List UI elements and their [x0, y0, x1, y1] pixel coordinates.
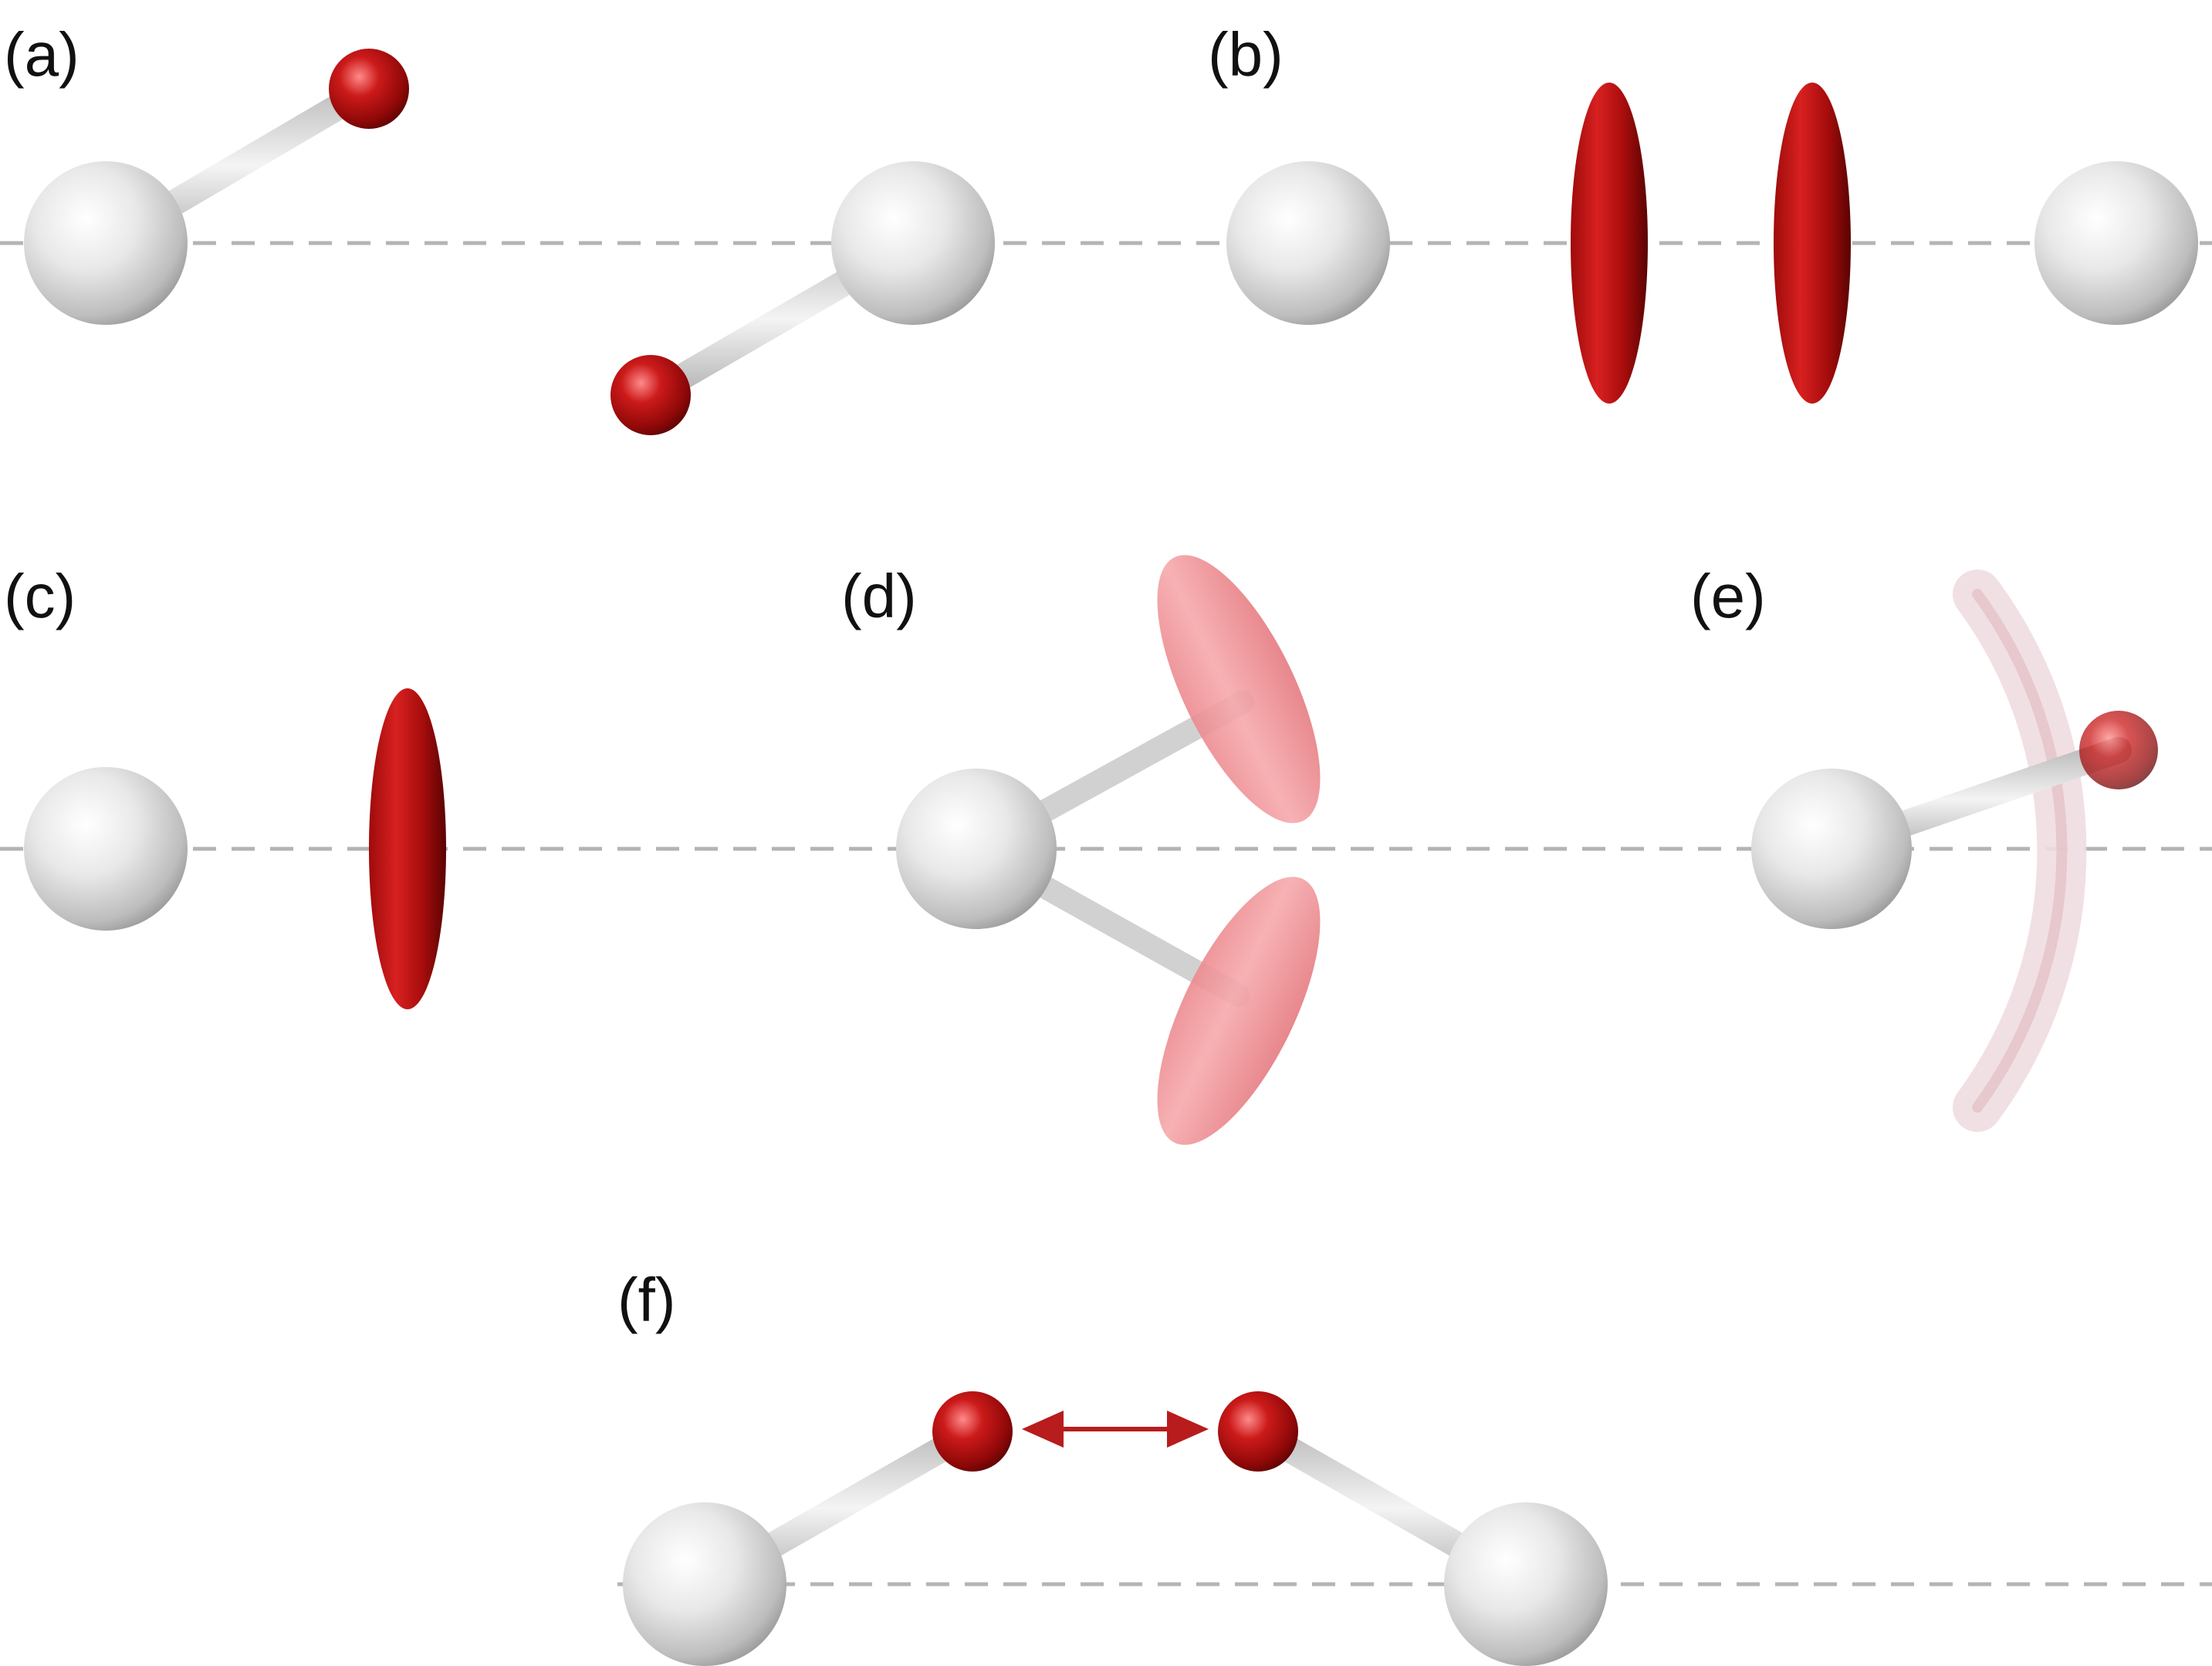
heavy-atom	[831, 161, 995, 325]
hydrogen-probability-ellipsoid-upper	[1157, 555, 1321, 823]
panel-label-f: (f)	[617, 1266, 676, 1334]
heavy-atom	[24, 161, 188, 325]
hydrogen-probability-ellipsoid	[1774, 83, 1851, 404]
hydrogen-atom	[329, 49, 409, 129]
heavy-atom	[1444, 1502, 1608, 1666]
hydrogen-atom	[2079, 711, 2158, 789]
hydrogen-probability-ellipsoid-lower	[1157, 877, 1321, 1145]
panel-e	[1751, 569, 2158, 1132]
panel-c	[24, 688, 446, 1009]
hydrogen-probability-ellipsoid	[1571, 83, 1648, 404]
hydrogen-probability-ellipsoid	[369, 688, 446, 1009]
panel-label-a: (a)	[4, 20, 79, 89]
panel-a	[24, 49, 995, 435]
rotation-ring-highlight	[1972, 589, 2068, 1113]
heavy-atom	[24, 767, 188, 931]
heavy-atom	[2034, 161, 2198, 325]
panel-f	[623, 1391, 1608, 1666]
panel-label-b: (b)	[1208, 20, 1284, 89]
heavy-atom	[623, 1502, 786, 1666]
panel-d	[896, 555, 1321, 1145]
panel-label-e: (e)	[1690, 562, 1766, 630]
hydrogen-atom	[610, 355, 691, 435]
panel-label-c: (c)	[4, 562, 76, 630]
heavy-atom	[1226, 161, 1390, 325]
panel-label-d: (d)	[841, 562, 917, 630]
panel-b	[1226, 83, 2198, 404]
heavy-atom	[896, 769, 1057, 929]
hydrogen-atom	[1218, 1391, 1298, 1472]
hydrogen-atom	[932, 1391, 1013, 1472]
heavy-atom	[1751, 769, 1912, 929]
